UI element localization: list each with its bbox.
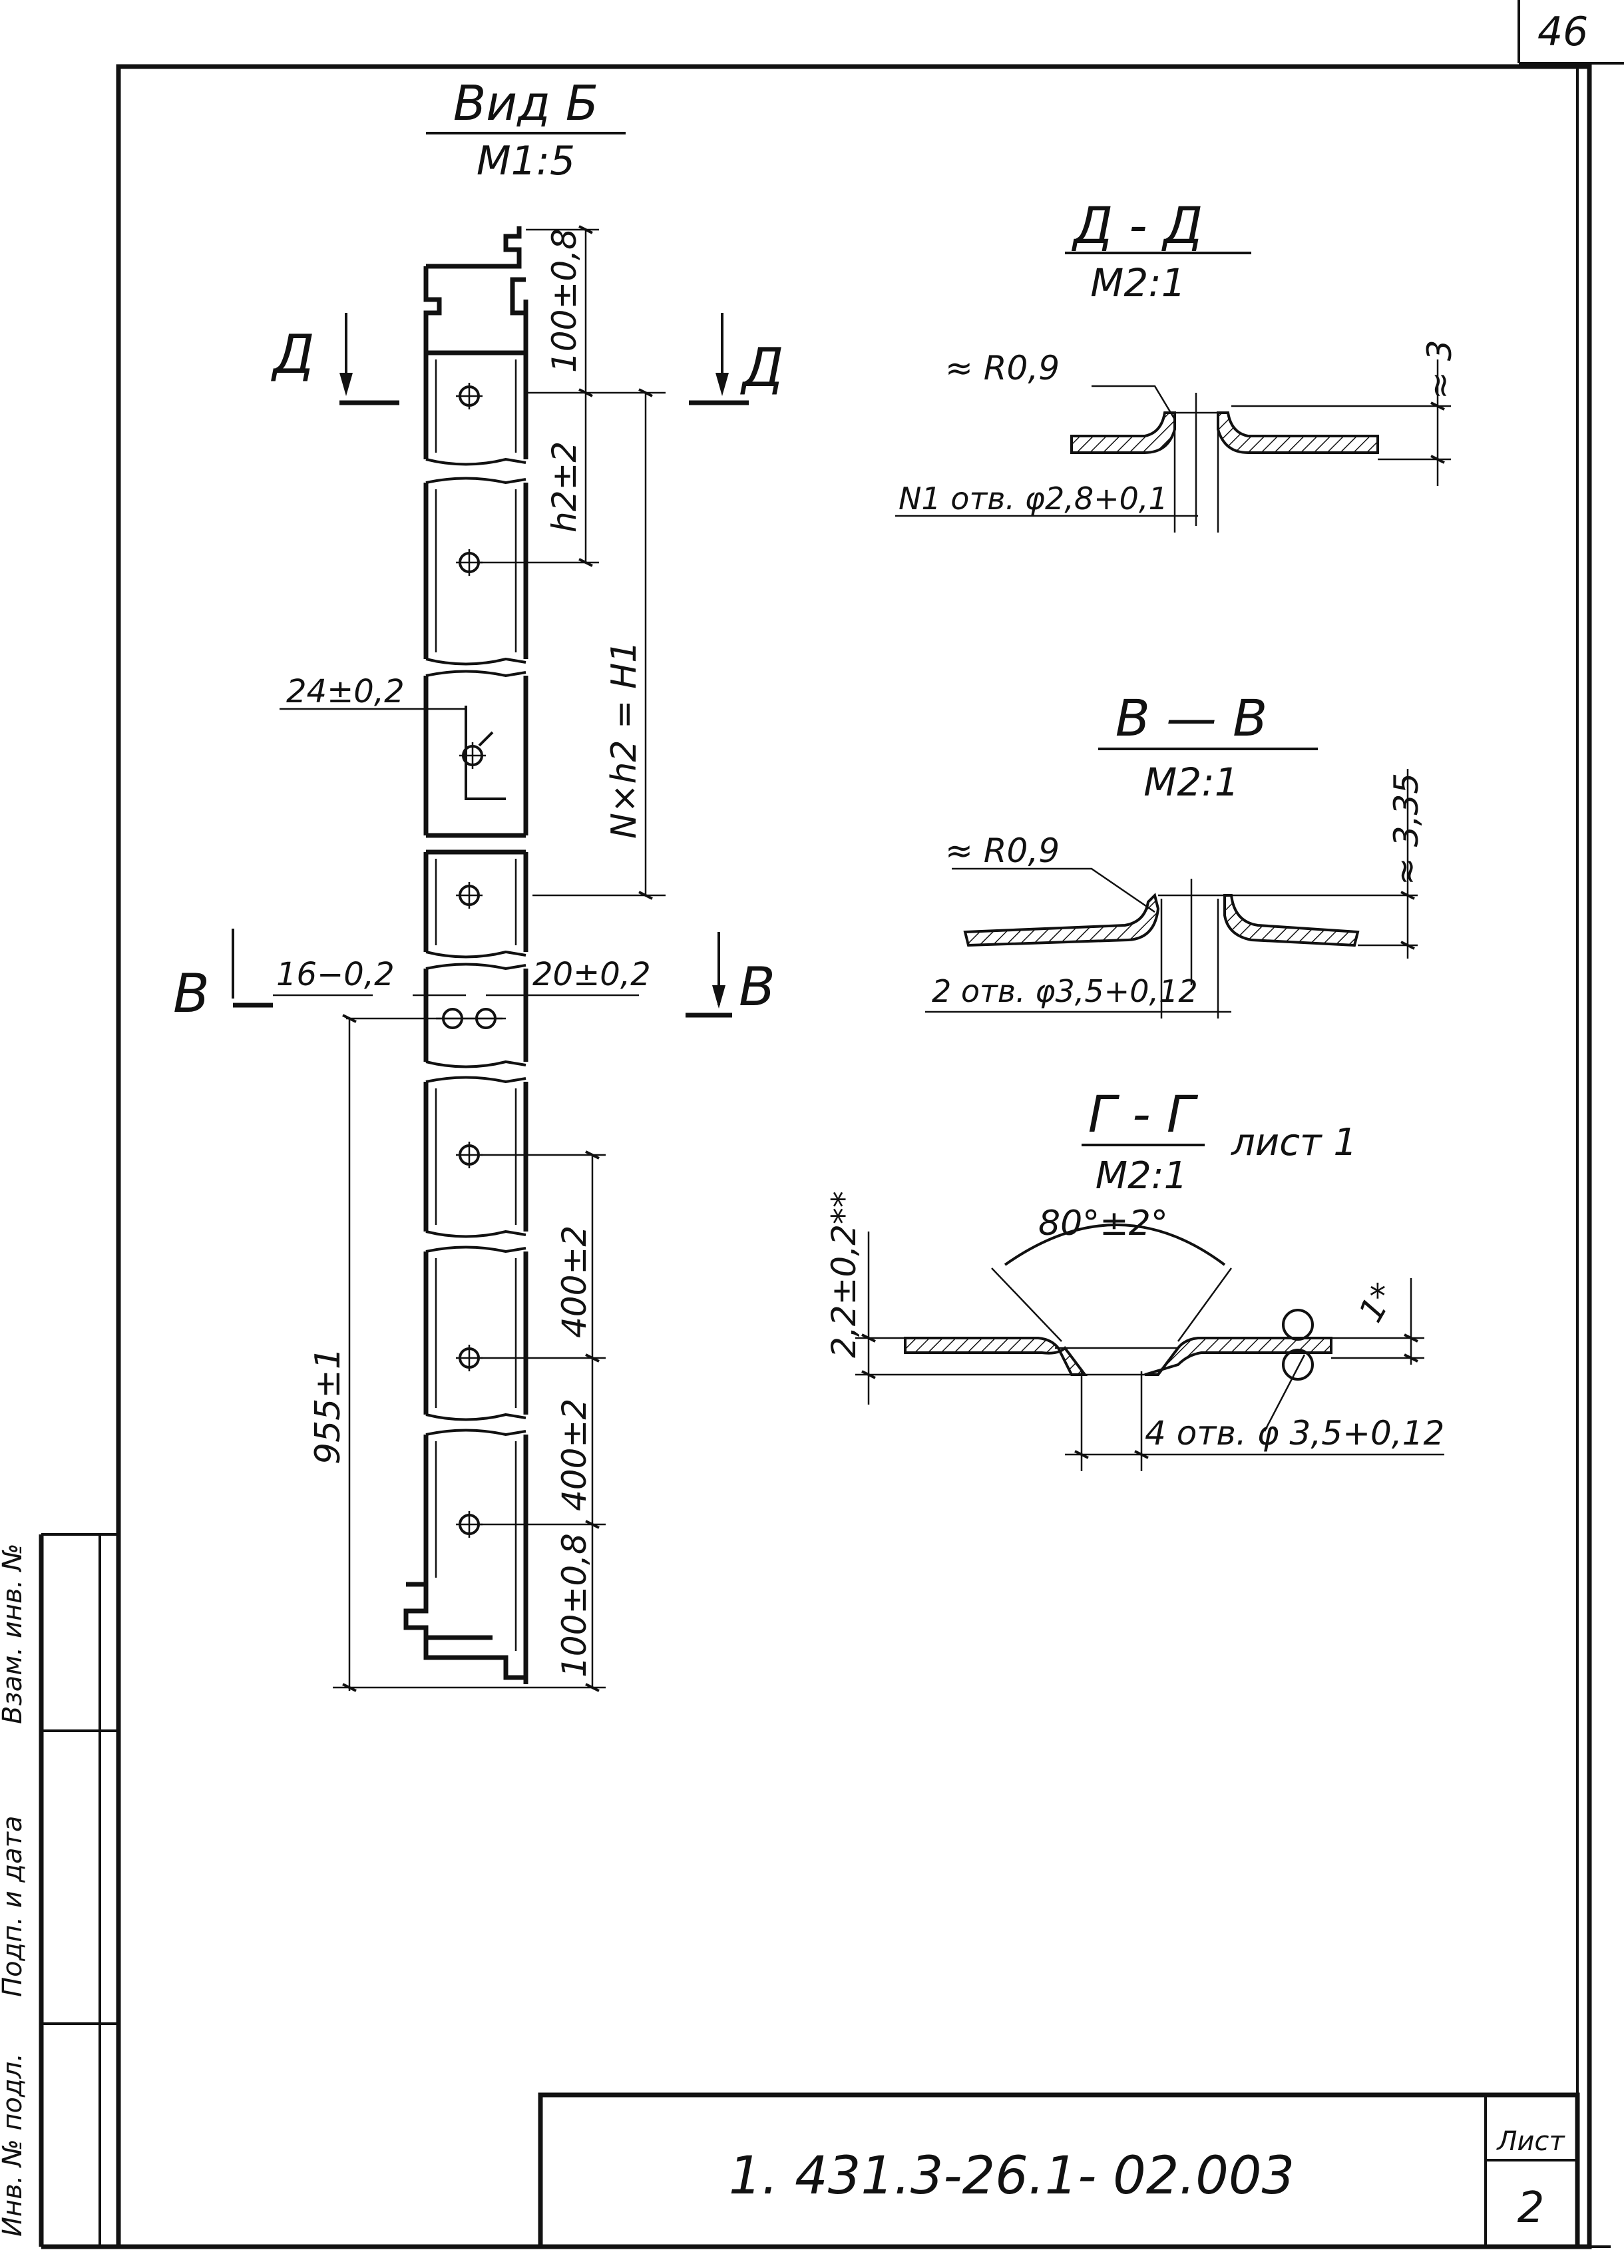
dim-400-a: 400±2 [555, 1226, 594, 1338]
section-marks-d: Д Д [271, 313, 784, 405]
dim-955: 955±1 [308, 1347, 348, 1465]
vv-radius: ≈ R0,9 [945, 831, 1060, 870]
section-vv-title: В — В [1116, 688, 1268, 748]
gg-depth: 2,2±0,2** [825, 1191, 863, 1358]
view-b-title: Вид Б [453, 75, 598, 131]
gg-angle: 80°±2° [1038, 1204, 1168, 1244]
view-b-dimensions: 100±0,8 h2±2 N×h2 = H1 24±0,2 16−0,2 20±… [273, 225, 666, 1692]
section-dd-title: Д - Д [1072, 196, 1203, 255]
view-b: Вид Б М1:5 [173, 75, 784, 1692]
view-b-scale: М1:5 [477, 138, 575, 184]
dim-24: 24±0,2 [286, 673, 405, 710]
dim-bottom-end: 100±0,8 [555, 1533, 594, 1678]
title-block: 1. 431.3-26.1- 02.003 Лист 2 [538, 2092, 1580, 2249]
section-marks-v: В В [173, 929, 775, 1024]
sheet-value: 2 [1518, 2183, 1545, 2233]
stamp-inv-podl: Инв. № подл. [0, 2053, 28, 2237]
dd-height: ≈ 3 [1420, 340, 1459, 399]
dim-pitch-h2: h2±2 [545, 441, 584, 533]
gg-hole: 4 отв. φ 3,5+0,12 [1145, 1414, 1444, 1453]
sheet-number-top: 46 [1537, 9, 1588, 55]
side-stamp: Инв. № подл. Подп. и дата Взам. инв. № [0, 1533, 118, 2249]
profile-holes [436, 383, 503, 1538]
profile-strip [403, 226, 528, 1684]
drawing-frame [116, 64, 1611, 2249]
sheet-label: Лист [1496, 2126, 1565, 2157]
stamp-vzam-inv: Взам. инв. № [0, 1543, 28, 1724]
section-gg-scale: М2:1 [1096, 1154, 1187, 1198]
section-gg: Г - Г М2:1 лист 1 80°±2° 1* 2,2±0,2** 4 … [825, 1084, 1444, 1471]
dim-20: 20±0,2 [532, 956, 651, 993]
dim-400-b: 400±2 [555, 1399, 594, 1511]
drawing-designation: 1. 431.3-26.1- 02.003 [729, 2146, 1295, 2206]
dim-top-end: 100±0,8 [545, 228, 584, 373]
section-dd: Д - Д М2:1 ≈ R0,9 ≈ 3 N1 отв. φ2,8+0,1 [895, 196, 1459, 533]
section-gg-sheet-ref: лист 1 [1231, 1121, 1357, 1164]
vv-hole: 2 отв. φ3,5+0,12 [932, 973, 1198, 1009]
sheet-number-corner: 46 [1518, 0, 1624, 65]
mark-v-right: В [739, 956, 775, 1018]
stamp-podp-data: Подп. и дата [0, 1816, 28, 1997]
mark-d-left: Д [271, 324, 315, 385]
section-vv: В — В М2:1 ≈ R0,9 ≈ 3,35 2 отв. φ3,5+0,1… [925, 688, 1426, 1019]
dim-total-h: N×h2 = H1 [604, 641, 644, 839]
dd-radius: ≈ R0,9 [945, 349, 1060, 387]
mark-v-left: В [173, 963, 210, 1024]
dd-hole: N1 отв. φ2,8+0,1 [899, 481, 1168, 517]
section-dd-scale: М2:1 [1090, 260, 1185, 306]
vv-height: ≈ 3,35 [1387, 773, 1426, 885]
dim-16: 16−0,2 [276, 956, 395, 993]
gg-thickness: 1* [1351, 1277, 1404, 1329]
section-vv-scale: М2:1 [1143, 760, 1239, 805]
section-gg-title: Г - Г [1088, 1084, 1199, 1144]
mark-d-right: Д [740, 337, 784, 399]
